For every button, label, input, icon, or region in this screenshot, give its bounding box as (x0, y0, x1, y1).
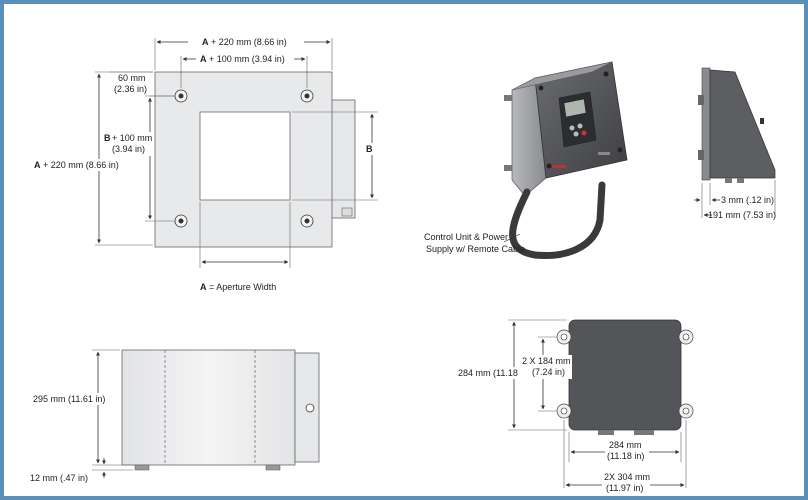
keypad-button (577, 123, 583, 129)
mount-tab (678, 329, 694, 345)
offset-dim-mm: 60 mm (118, 73, 146, 83)
depth-small-dim: 3 mm (.12 in) (721, 195, 774, 205)
callout-line-2: Supply w/ Remote Cable (426, 244, 525, 254)
var-a-label: A (202, 37, 209, 47)
aperture-var: A (200, 282, 207, 292)
mounting-hole (174, 89, 188, 103)
mount-width-dim-1: 284 mm (609, 440, 642, 450)
mount-view: 284 mm (11.18 in) 2 X 184 mm (7.24 in) 2… (455, 319, 694, 496)
aperture-width-label: = Aperture Width (209, 282, 276, 292)
mount-holes-h-dim-2: (11.97 in) (606, 483, 643, 493)
mount-tab (556, 403, 572, 419)
foot-dim: 12 mm (.47 in) (30, 473, 88, 483)
var-b-label: B (104, 133, 111, 143)
hole-spacing-dim: + 100 mm (3.94 in) (209, 54, 285, 64)
keypad-button (569, 125, 575, 131)
side-housing (329, 99, 356, 219)
callout-line-1: Control Unit & Power (424, 232, 508, 242)
keypad-button (573, 131, 579, 137)
outer-width-dim: + 220 mm (8.66 in) (211, 37, 287, 47)
mounting-hole (300, 89, 314, 103)
unit-back-panel (568, 319, 682, 431)
var-a-label: A (34, 160, 41, 170)
depth-total-dim: 191 mm (7.53 in) (708, 210, 776, 220)
mount-hole-v-dim-2: (7.24 in) (532, 367, 565, 377)
detector-body (121, 349, 296, 466)
mount-tab (678, 403, 694, 419)
side-connector (341, 207, 353, 217)
top-view: A + 220 mm (8.66 in) A + 100 mm (3.94 in… (32, 36, 378, 292)
aperture-height-var: B (366, 144, 373, 154)
mount-tab (556, 329, 572, 345)
front-view: 295 mm (11.61 in) 12 mm (.47 in) (30, 349, 320, 483)
control-unit-perspective: Control Unit & Power Supply w/ Remote Ca… (424, 61, 628, 260)
keypad-button (581, 130, 587, 136)
mount-holes-h-dim-1: 2X 304 mm (604, 472, 650, 482)
mounting-hole (174, 214, 188, 228)
var-a-label: A (200, 54, 207, 64)
mounting-plate (701, 67, 711, 181)
mount-height-dim: 284 mm (11.18 in) (458, 368, 530, 378)
front-height-dim: 295 mm (11.61 in) (33, 394, 105, 404)
lcd-display (563, 98, 587, 118)
brand-badge (552, 165, 566, 168)
remote-cable (509, 181, 606, 260)
overall-height-dim: + 220 mm (8.66 in) (43, 160, 119, 170)
vertical-hole-dim-in: (3.94 in) (112, 144, 145, 154)
mount-width-dim-2: (11.18 in) (607, 451, 644, 461)
offset-dim-in: (2.36 in) (114, 84, 147, 94)
aperture (199, 111, 291, 201)
vertical-hole-dim-mm: + 100 mm (112, 133, 152, 143)
unit-body-side (709, 69, 776, 179)
mount-hole-v-dim-1: 2 X 184 mm (522, 356, 571, 366)
end-cap-port (305, 403, 315, 413)
side-view-unit: 3 mm (.12 in) 191 mm (7.53 in) (694, 67, 776, 220)
mounting-hole (300, 214, 314, 228)
